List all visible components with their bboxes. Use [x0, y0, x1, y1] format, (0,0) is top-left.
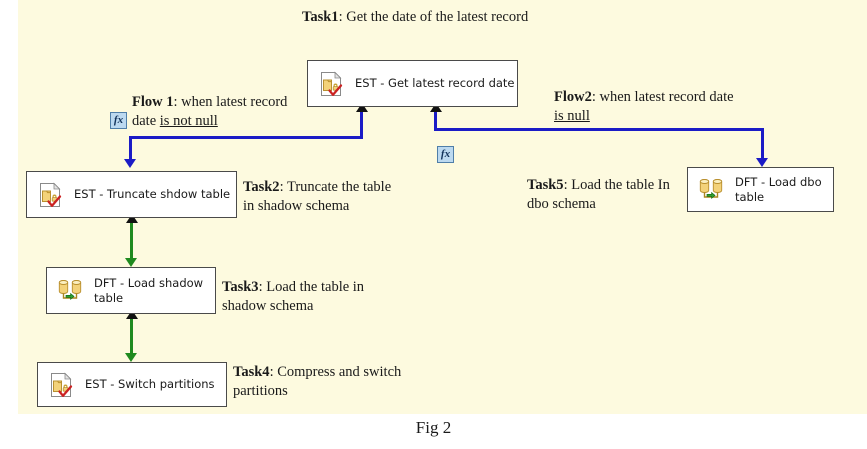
task-box-task4[interactable]: EST - Switch partitions: [37, 362, 227, 407]
task4-annotation-sep: :: [269, 364, 278, 380]
task2-to-task3-source-arrowhead: [126, 214, 138, 223]
flow1-connector-segment-down: [360, 107, 363, 137]
task1-annotation-text: Get the date of the latest record: [346, 9, 529, 25]
task-box-task3[interactable]: DFT - Load shadow table: [46, 267, 216, 314]
task3-to-task4-source-arrowhead: [126, 310, 138, 319]
flow2-annotation-title: Flow2: [554, 89, 592, 105]
figure-caption: Fig 2: [415, 418, 452, 437]
task1-annotation-sep: :: [338, 9, 347, 25]
task4-annotation: Task4: Compress and switch partitions: [233, 363, 403, 401]
flow2-connector-segment-horizontal: [434, 128, 764, 131]
task2-annotation-text: Truncate the table in shadow schema: [243, 179, 392, 215]
task3-annotation-text: Load the table in shadow schema: [222, 279, 365, 315]
flow1-connector-segment-horizontal: [129, 136, 363, 139]
task-box-task2[interactable]: EST - Truncate shdow table: [26, 171, 237, 218]
est-icon: [35, 180, 65, 210]
task5-annotation-title: Task5: [527, 177, 564, 193]
task-box-label-task1: EST - Get latest record date: [355, 76, 515, 91]
task1-annotation-title: Task1: [302, 9, 339, 25]
flow1-connector-arrowhead: [124, 159, 136, 168]
task2-annotation-sep: :: [279, 179, 287, 195]
task-box-label-task5: DFT - Load dbo table: [735, 175, 822, 204]
flow2-annotation-text: when latest record date: [599, 89, 734, 105]
dft-icon: [55, 276, 85, 306]
task3-annotation-sep: :: [258, 279, 267, 295]
task1-left-connector-arrowhead: [356, 103, 368, 112]
task-box-task1[interactable]: EST - Get latest record date: [307, 60, 518, 107]
task3-annotation: Task3: Load the table in shadow schema: [222, 278, 392, 316]
task1-annotation: Task1: Get the date of the latest record: [302, 8, 532, 27]
task-box-label-task2: EST - Truncate shdow table: [74, 187, 231, 202]
est-icon: [316, 69, 346, 99]
flow1-annotation-condition: is not null: [159, 113, 218, 130]
task3-to-task4-arrowhead: [125, 353, 137, 362]
task5-annotation: Task5: Load the table In dbo schema: [527, 176, 687, 214]
flow2-connector-segment-drop: [761, 128, 764, 161]
flow1-connector-segment-drop: [129, 136, 132, 162]
dft-icon: [696, 175, 726, 205]
task2-annotation: Task2: Truncate the table in shadow sche…: [243, 178, 403, 216]
flow1-annotation: Flow 1: when latest record date is not n…: [132, 93, 312, 131]
fx-badge-flow1[interactable]: fx: [110, 112, 127, 129]
task2-to-task3-connector: [130, 218, 133, 263]
task-box-label-task3: DFT - Load shadow table: [94, 276, 204, 305]
task5-annotation-sep: :: [563, 177, 572, 193]
task3-to-task4-connector: [130, 314, 133, 358]
fx-badge-flow2[interactable]: fx: [437, 146, 454, 163]
flow2-annotation-sep: :: [591, 89, 600, 105]
task-box-task5[interactable]: DFT - Load dbo table: [687, 167, 834, 212]
task4-annotation-title: Task4: [233, 364, 270, 380]
task4-annotation-text: Compress and switch partitions: [233, 364, 402, 400]
task2-annotation-title: Task2: [243, 179, 280, 195]
flow1-annotation-text: when latest record date: [132, 94, 288, 130]
flow2-connector-arrowhead: [756, 158, 768, 167]
flow2-annotation-condition: is null: [554, 108, 590, 125]
est-icon: [46, 370, 76, 400]
flow1-annotation-title: Flow 1: [132, 94, 174, 110]
flow2-annotation: Flow2: when latest record date is null: [554, 88, 744, 126]
task2-to-task3-arrowhead: [125, 258, 137, 267]
task-box-label-task4: EST - Switch partitions: [85, 377, 215, 392]
task1-right-connector-arrowhead: [430, 103, 442, 112]
task3-annotation-title: Task3: [222, 279, 259, 295]
flow1-annotation-sep: :: [173, 94, 182, 110]
flow2-connector-segment-down: [434, 107, 437, 129]
task5-annotation-text: Load the table In dbo schema: [527, 177, 670, 213]
